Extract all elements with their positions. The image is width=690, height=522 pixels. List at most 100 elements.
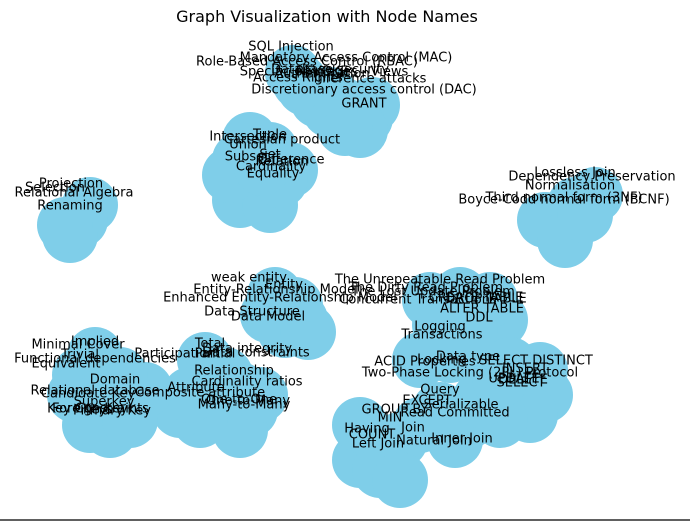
node-label: Subset	[225, 150, 270, 165]
node-label: weak entity	[211, 271, 287, 286]
node-label: CREATE TABLE	[429, 291, 524, 306]
graph-node	[162, 367, 218, 423]
node-label: Union	[229, 138, 267, 153]
node-label: Database security	[271, 63, 389, 78]
node-label: Foreign Key	[52, 402, 128, 417]
node-label: Boyce-Codd normal form (BCNF)	[458, 193, 669, 208]
node-label: Specific privileges - Views	[240, 65, 409, 80]
node-label: Total	[194, 337, 225, 352]
graph-node	[427, 412, 483, 468]
node-label: Role-Based Access Control (RBAC)	[196, 55, 418, 70]
node-label: Equivalent	[32, 357, 101, 372]
graph-node	[280, 304, 336, 360]
node-label: Join	[400, 421, 425, 436]
node-label: GROUP BY	[362, 403, 429, 418]
node-label: INSERT	[502, 362, 548, 377]
node-label: Having	[344, 422, 390, 437]
node-label: SELECT	[497, 376, 546, 391]
node-label: Keys	[83, 403, 114, 418]
node-label: UPDATE	[488, 372, 539, 387]
node-label: Composite attribute	[135, 386, 265, 401]
node-label: Third normal form (3NF)	[484, 191, 642, 206]
graph-node	[234, 140, 290, 196]
node-label: Many-to-Many	[198, 398, 291, 413]
node-label: Locking	[417, 353, 467, 368]
node-label: Set	[259, 148, 280, 163]
node-label: The Dirty Read Problem	[348, 281, 503, 296]
node-label: Trivial	[60, 348, 99, 363]
node-label: Difference	[257, 153, 324, 168]
node-label: Read Committed	[400, 406, 509, 421]
node-label: Inference attacks	[314, 72, 427, 87]
node-label: Attribute	[167, 381, 224, 396]
node-label: Renaming	[37, 199, 102, 214]
graph-node	[557, 187, 613, 243]
node-label: EXCEPT	[402, 394, 451, 409]
node-label: REVOKE	[296, 65, 349, 80]
node-layer	[37, 45, 623, 508]
node-label: MIN	[378, 411, 403, 426]
node-label: Data integrity	[202, 342, 292, 357]
node-label: One-to-Many	[206, 394, 291, 409]
node-label: Key Constraints	[47, 402, 149, 417]
node-label: Transactions	[400, 328, 482, 343]
node-label: Intersection	[209, 130, 286, 145]
node-label: The Lost Update Problem	[350, 285, 515, 300]
node-label: Relational Algebra	[15, 186, 134, 201]
node-label: Concurrent Transactions	[339, 293, 497, 308]
graph-node	[232, 367, 288, 423]
node-label: Projection	[39, 177, 103, 192]
node-label: Normalisation	[525, 179, 615, 194]
node-label: Authentication	[274, 67, 369, 82]
node-label: ACID Properties	[374, 355, 476, 370]
node-label: DDL	[465, 311, 493, 326]
node-label: Discretionary access control (DAC)	[251, 83, 476, 98]
node-label: Relationship	[194, 364, 274, 379]
node-label: Data Model	[231, 310, 305, 325]
node-label: One-to-One	[201, 393, 277, 408]
node-label: Data Structure	[204, 305, 300, 320]
node-label: Two-Phase Locking (2PL) Protocol	[361, 366, 578, 381]
node-label: Selection	[25, 181, 85, 196]
node-label: Relation	[256, 155, 309, 170]
node-label: The Unrepeatable Read Problem	[334, 273, 545, 288]
node-label: Entity	[265, 278, 303, 293]
node-label: Enhanced Entity-Relationship Model	[163, 291, 397, 306]
node-label: Cardinality	[236, 160, 307, 175]
node-label: Candidate Key	[41, 387, 135, 402]
node-label: Dependency Preservation	[508, 170, 675, 185]
node-label: DELETE	[498, 373, 548, 388]
graph-node	[272, 54, 328, 110]
node-label: Domain	[90, 373, 140, 388]
node-label: Implied	[71, 335, 119, 350]
node-label: Equality	[247, 167, 300, 182]
node-label: Data type	[436, 350, 500, 365]
node-label: ALTER TABLE	[440, 302, 524, 317]
node-label: Primary Key	[73, 404, 151, 419]
node-label: Mandatory Access Control (MAC)	[240, 51, 453, 66]
node-label: Tuple	[252, 128, 287, 143]
node-label: Access Rights	[253, 71, 343, 86]
graph-node	[472, 352, 528, 408]
graph-node	[332, 397, 388, 453]
node-label: Lossless Join	[534, 166, 615, 181]
node-label: Cartesian product	[224, 133, 340, 148]
node-label: Left Join	[352, 437, 404, 452]
node-label: DROP TABLE	[445, 292, 526, 307]
node-label: Relational database	[31, 384, 160, 399]
node-label: Entity-Relationship Model	[193, 283, 358, 298]
node-label: Superkey	[74, 395, 135, 410]
node-label: Functional dependencies	[14, 352, 176, 367]
node-label: Cardinality ratios	[191, 375, 302, 390]
node-label: SELECT DISTINCT	[479, 354, 593, 369]
node-label: Minimal Cover	[31, 338, 125, 353]
node-label: Serializable	[423, 398, 498, 413]
graph-node	[372, 452, 428, 508]
node-label: COUNT	[349, 428, 396, 443]
node-label: Participation	[134, 347, 215, 362]
chart-title: Graph Visualization with Node Names	[176, 7, 478, 26]
node-label: Partial	[195, 347, 236, 362]
graph-node	[102, 392, 158, 448]
